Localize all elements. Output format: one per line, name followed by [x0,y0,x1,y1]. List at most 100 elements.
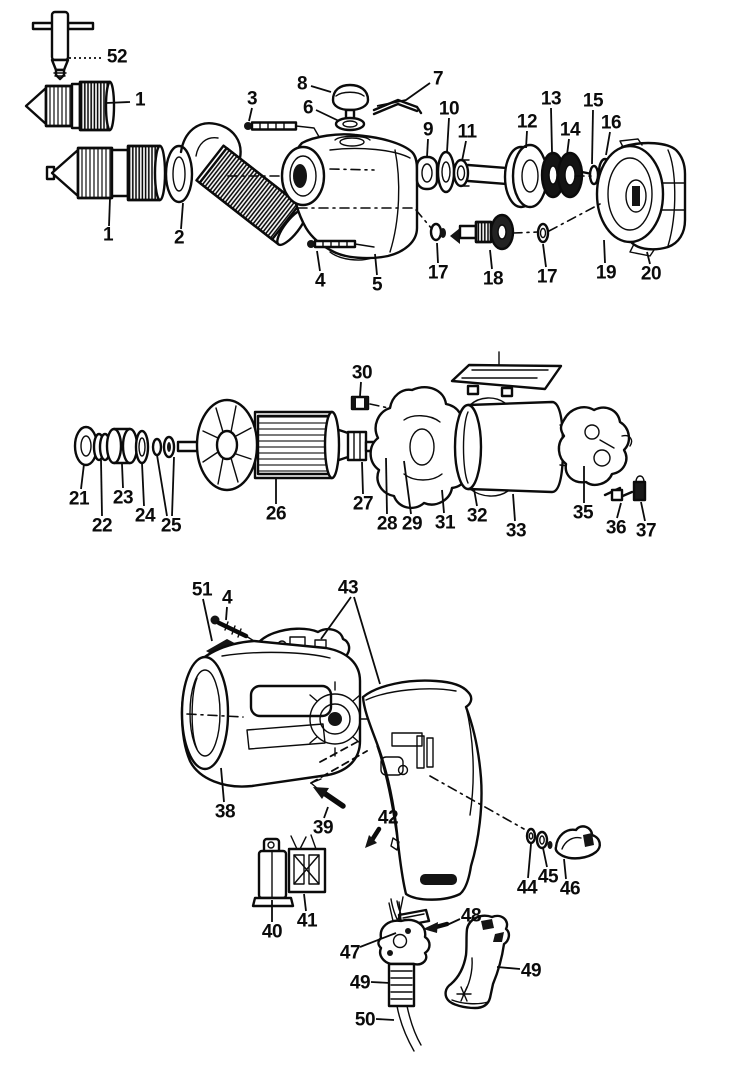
part-18-pinion [450,213,515,251]
callout-42: 42 [378,808,398,829]
callout-11: 11 [457,122,477,143]
callout-22: 22 [92,516,112,537]
part-32-field-ring [453,403,483,491]
callout-43: 43 [338,578,358,599]
leader-line-25 [171,456,175,517]
callout-15: 15 [583,91,604,112]
leader-line-13 [550,107,553,153]
part-11-retainer [452,158,470,188]
leader-line-39 [323,806,329,819]
callout-50: 50 [355,1010,375,1031]
callout-23: 23 [113,488,133,509]
leader-line-1 [105,101,131,104]
leader-line-24 [141,462,145,507]
callout-29: 29 [402,514,422,535]
callout-47: 47 [340,943,360,964]
part-6-ring [334,116,366,132]
leader-line-37 [640,501,646,522]
callout-30: 30 [352,363,372,384]
callout-31: 31 [435,513,456,534]
callout-28: 28 [377,514,397,535]
part-14-clutch-disc [556,151,594,199]
leader-line-21 [80,463,85,490]
part-38-motor-housing [180,639,369,788]
part-1-chuck-small [24,80,116,132]
leader-line-33 [512,493,516,522]
callout-1: 1 [103,225,114,246]
leader-line-18 [489,249,493,270]
side-handle [179,122,308,247]
callout-19: 19 [596,263,616,284]
callout-48: 48 [461,906,481,927]
callout-38: 38 [215,802,235,823]
callout-14: 14 [560,120,581,141]
callout-27: 27 [353,494,373,515]
callout-44: 44 [517,878,538,899]
part-37-brush [632,475,647,502]
callout-20: 20 [641,264,661,285]
callout-16: 16 [601,113,621,134]
part-20-bearing-housing [595,138,687,257]
callout-4: 4 [222,588,233,609]
part-9-washer [415,155,439,191]
leader-line-9 [426,138,429,158]
callout-7: 7 [433,69,443,90]
leader-line-14 [566,138,570,156]
part-1-chuck-large [45,144,167,202]
callout-51: 51 [192,580,213,601]
leader-line-5 [374,253,378,276]
part-8-cap [331,83,370,121]
leader-line-51 [202,598,213,642]
leader-line-1 [108,197,111,227]
callout-35: 35 [573,503,594,524]
callout-5: 5 [372,275,383,296]
callout-8: 8 [297,74,307,95]
leader-line-17 [436,242,439,264]
leader-line-11 [461,140,467,162]
leader-line-23 [121,463,124,489]
leader-line-49 [370,981,391,984]
leader-line-31 [441,489,445,514]
callout-18: 18 [483,269,503,290]
leader-line-36 [616,502,622,519]
part-23-sleeve [105,427,139,465]
callout-49: 49 [350,973,370,994]
leader-line-4 [316,250,321,272]
part-44-washer [525,827,537,845]
part-52-chuck-key [31,10,95,81]
callout-24: 24 [135,506,156,527]
callout-49: 49 [521,961,541,982]
callout-33: 33 [506,521,526,542]
part-25-rings [151,435,176,459]
leader-line-43 [353,596,381,685]
part-35-brush-end [557,406,633,486]
callout-2: 2 [174,228,184,249]
callout-17: 17 [537,267,557,288]
callout-40: 40 [262,922,282,943]
callout-25: 25 [161,516,182,537]
leader-line-46 [563,858,567,880]
callout-10: 10 [439,99,459,120]
part-48-arrow [423,921,450,933]
leader-line-48 [446,918,461,926]
leader-line-20 [646,251,651,265]
callout-21: 21 [69,489,90,510]
part-4-screw [307,239,375,249]
callout-4: 4 [315,271,326,292]
callout-26: 26 [266,504,286,525]
part-26-armature [176,398,391,492]
leader-line-3 [248,107,253,122]
part-40-switch [251,837,295,908]
part-46-cord-clamp [554,825,601,860]
callout-52: 52 [107,47,127,68]
part-43-handle-shell [361,679,483,901]
leader-line-19 [603,239,606,264]
leader-line-44 [527,843,532,879]
part-42-arrow [365,826,382,848]
part-50-cord [396,1005,422,1052]
field-plate [450,351,563,398]
callout-13: 13 [541,89,561,110]
part-4-screw-lower [210,615,255,642]
callout-3: 3 [247,89,257,110]
